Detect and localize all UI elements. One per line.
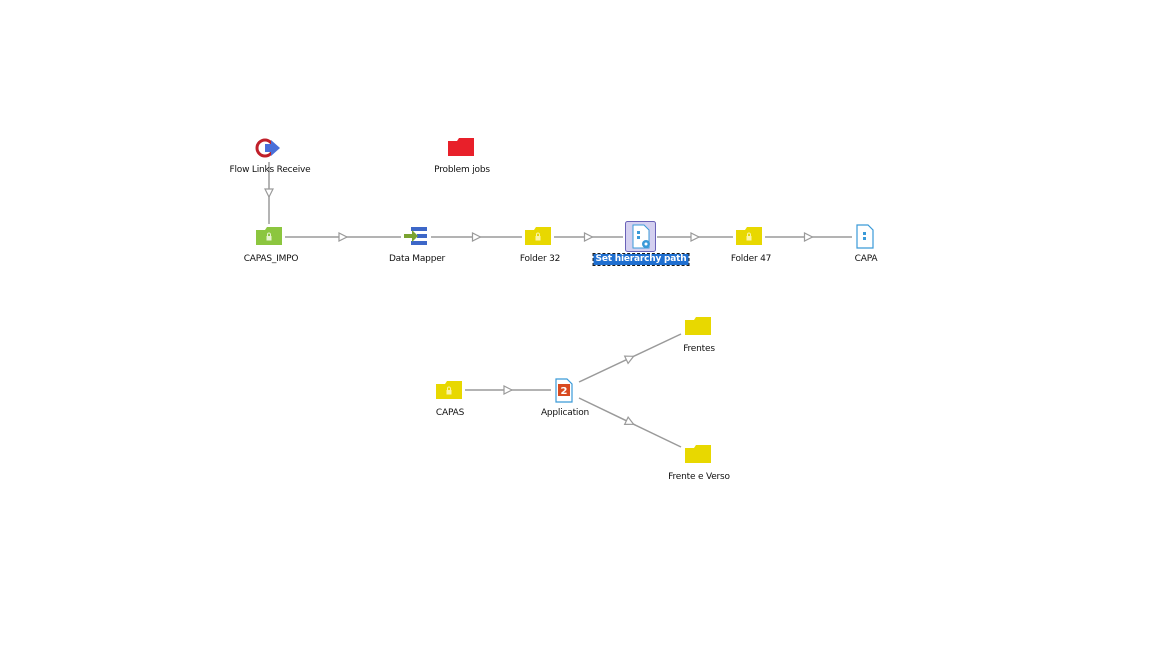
capa-document-icon[interactable] [854, 223, 876, 251]
connector-arrow [623, 416, 635, 425]
folder-32-label: Folder 32 [519, 254, 561, 264]
application-label: Application [540, 408, 590, 418]
capas-folder-icon[interactable] [435, 380, 463, 400]
capas-impo-label: CAPAS_IMPO [243, 254, 299, 264]
set-hierarchy-path-icon[interactable] [625, 221, 656, 252]
flow-links-receive-label: Flow Links Receive [229, 165, 311, 175]
frente-e-verso-label: Frente e Verso [668, 472, 730, 482]
capas-impo-folder-icon[interactable] [255, 226, 283, 246]
data-mapper-label: Data Mapper [388, 254, 446, 264]
problem-jobs-label: Problem jobs [434, 165, 490, 175]
set-hierarchy-path-label[interactable]: Set hierarchy path [592, 253, 690, 266]
data-mapper-icon[interactable] [403, 225, 429, 249]
frentes-label: Frentes [683, 344, 715, 354]
connector-arrows [264, 188, 814, 425]
folder-47-icon[interactable] [735, 226, 763, 246]
folder-47-label: Folder 47 [730, 254, 772, 264]
folder-32-icon[interactable] [524, 226, 552, 246]
connector-arrow [623, 355, 635, 365]
connector-arrow [803, 232, 814, 242]
frente-e-verso-folder-icon[interactable] [684, 444, 712, 464]
connector-arrow [264, 188, 274, 199]
svg-text:2: 2 [561, 386, 568, 397]
connector-arrow [471, 232, 482, 242]
connector-arrow [338, 232, 349, 242]
connector-arrow [690, 232, 701, 242]
capa-label: CAPA [854, 254, 878, 264]
flow-links-receive-icon[interactable] [254, 137, 284, 159]
problem-jobs-folder-icon[interactable] [447, 137, 475, 157]
connector-arrow [503, 385, 514, 395]
connector-arrow [583, 232, 594, 242]
frentes-folder-icon[interactable] [684, 316, 712, 336]
capas-label: CAPAS [435, 408, 465, 418]
application-icon[interactable]: 2 [553, 377, 575, 405]
